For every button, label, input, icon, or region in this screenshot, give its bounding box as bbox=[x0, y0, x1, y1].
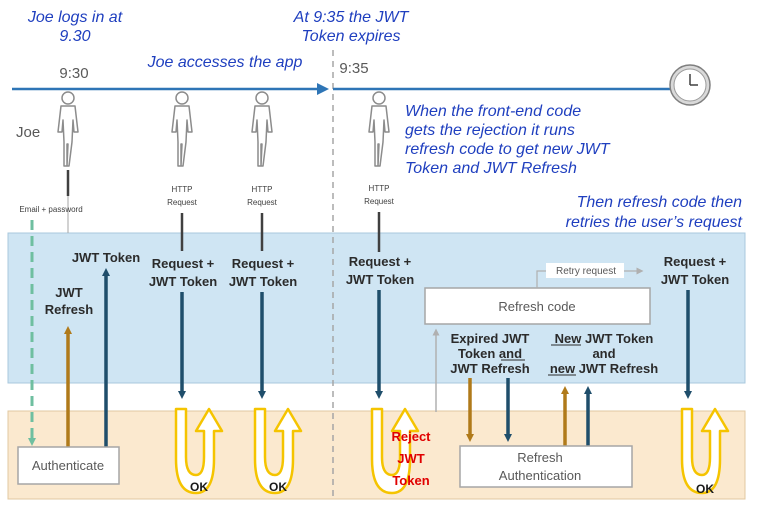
frontend-note-line3: refresh code to get new JWT bbox=[405, 141, 611, 158]
time-expire: 9:35 bbox=[339, 60, 368, 77]
new-label-3: new JWT Refresh bbox=[550, 361, 658, 376]
time-start: 9:30 bbox=[59, 65, 88, 82]
login-note-line2: 9.30 bbox=[59, 28, 90, 45]
retry-label-bg bbox=[546, 263, 624, 278]
reject-label-1: Reject bbox=[391, 429, 431, 444]
refresh-code-label: Refresh code bbox=[498, 299, 575, 314]
reject-label-3: Token bbox=[392, 473, 429, 488]
refresh-auth-label-1: Refresh bbox=[517, 450, 563, 465]
http-label-2b: Request bbox=[247, 198, 278, 207]
request-label-2b: JWT Token bbox=[229, 274, 297, 289]
request-label-1b: JWT Token bbox=[149, 274, 217, 289]
access-note: Joe accesses the app bbox=[147, 54, 303, 71]
frontend-note-line1: When the front-end code bbox=[405, 103, 581, 120]
reject-label-2: JWT bbox=[397, 451, 425, 466]
frontend-note-line2: gets the rejection it runs bbox=[405, 122, 575, 139]
email-password-label: Email + password bbox=[19, 205, 82, 214]
person-request-2-icon bbox=[251, 91, 273, 167]
login-note-line1: Joe logs in at bbox=[27, 9, 123, 26]
jwt-token-label: JWT Token bbox=[72, 250, 140, 265]
http-label-2a: HTTP bbox=[252, 185, 273, 194]
retry-note-line1: Then refresh code then bbox=[577, 194, 743, 211]
http-label-1a: HTTP bbox=[172, 185, 193, 194]
request-label-3b: JWT Token bbox=[346, 272, 414, 287]
http-label-3a: HTTP bbox=[369, 184, 390, 193]
request-label-1a: Request + bbox=[152, 256, 215, 271]
jwt-refresh-label-1: JWT bbox=[55, 285, 83, 300]
person-request-1-icon bbox=[171, 91, 193, 167]
jwt-refresh-label-2: Refresh bbox=[45, 302, 93, 317]
expire-note-line1: At 9:35 the JWT bbox=[293, 9, 410, 26]
person-joe-icon bbox=[57, 91, 79, 167]
expired-label-2: Token and bbox=[458, 346, 522, 361]
new-label-2: and bbox=[592, 346, 615, 361]
request-label-2a: Request + bbox=[232, 256, 295, 271]
retry-request-label: Retry request bbox=[556, 266, 616, 277]
expired-label-3: JWT Refresh bbox=[450, 361, 530, 376]
http-label-1b: Request bbox=[167, 198, 198, 207]
refresh-code-box bbox=[424, 287, 651, 325]
refresh-auth-label-2: Authentication bbox=[499, 468, 581, 483]
refresh-auth-box bbox=[459, 445, 633, 488]
expired-label-1: Expired JWT bbox=[451, 331, 530, 346]
ok-label-3: OK bbox=[696, 482, 714, 496]
retry-request-label-b: JWT Token bbox=[661, 272, 729, 287]
frontend-note-line4: Token and JWT Refresh bbox=[405, 160, 577, 177]
authenticate-label: Authenticate bbox=[32, 458, 104, 473]
ok-label-2: OK bbox=[269, 480, 287, 494]
retry-note-line2: retries the user’s request bbox=[566, 214, 743, 231]
ok-label-1: OK bbox=[190, 480, 208, 494]
clock-icon bbox=[669, 64, 711, 106]
request-label-3a: Request + bbox=[349, 254, 412, 269]
expire-note-line2: Token expires bbox=[301, 28, 400, 45]
retry-request-label-a: Request + bbox=[664, 254, 727, 269]
joe-label: Joe bbox=[16, 124, 40, 141]
authenticate-box bbox=[17, 446, 120, 485]
http-label-3b: Request bbox=[364, 197, 395, 206]
new-label-1: New JWT Token bbox=[555, 331, 654, 346]
person-request-3-icon bbox=[368, 91, 390, 167]
